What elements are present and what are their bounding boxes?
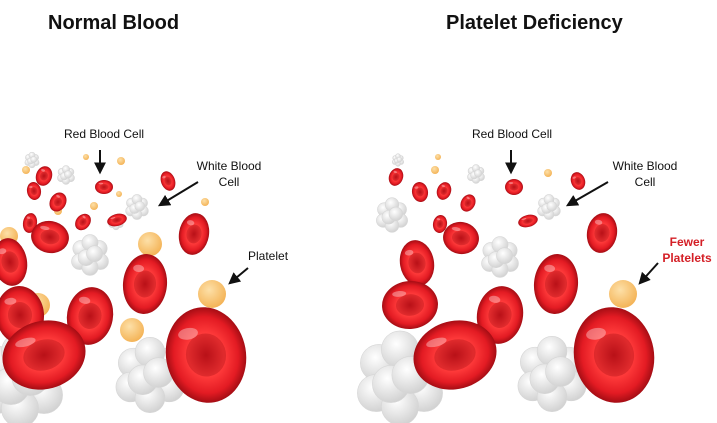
red-blood-cell	[505, 179, 523, 195]
platelet	[609, 280, 637, 308]
fewer-platelets-line1: Fewer	[669, 235, 705, 249]
white-blood-cell	[71, 234, 109, 276]
red-blood-cell	[432, 215, 448, 233]
white-blood-cell	[376, 197, 408, 233]
right-wbc-label-line2: Cell	[634, 175, 656, 189]
platelet-deficiency-panel	[357, 153, 655, 423]
right-red-blood-cell-label: Red Blood Cell	[472, 127, 553, 141]
red-blood-cell	[66, 287, 114, 345]
red-blood-cell	[388, 168, 404, 186]
white-blood-cell	[57, 165, 75, 185]
left-wbc-label-line1: White Blood	[196, 159, 262, 173]
platelet	[544, 169, 552, 177]
platelet	[116, 191, 122, 197]
red-blood-cell	[122, 254, 168, 314]
left-wbc-label-line2: Cell	[218, 175, 240, 189]
pointer-arrow	[157, 181, 199, 207]
platelet	[83, 154, 89, 160]
white-blood-cell	[517, 336, 587, 412]
red-blood-cell	[411, 182, 429, 202]
red-blood-cell	[586, 213, 618, 253]
fewer-platelets-line2: Platelets	[662, 251, 712, 265]
red-blood-cell	[160, 171, 176, 191]
platelet	[431, 166, 439, 174]
white-blood-cell	[115, 337, 185, 413]
white-blood-cell	[537, 194, 561, 220]
white-blood-cell	[125, 194, 149, 220]
red-blood-cell	[0, 238, 28, 286]
red-blood-cell	[75, 213, 91, 231]
red-blood-cell	[533, 254, 579, 314]
red-blood-cell	[35, 166, 53, 186]
red-blood-cell	[165, 307, 247, 403]
red-blood-cell	[399, 240, 435, 286]
platelet	[22, 166, 30, 174]
red-blood-cell	[460, 194, 476, 212]
normal-blood-title: Normal Blood	[48, 12, 180, 34]
right-white-blood-cell-label: White Blood Cell	[610, 158, 680, 190]
left-white-blood-cell-label: White Blood Cell	[194, 158, 264, 190]
platelet	[117, 157, 125, 165]
platelet	[138, 232, 162, 256]
left-platelet-label: Platelet	[248, 249, 289, 263]
platelet	[120, 318, 144, 342]
red-blood-cell	[2, 320, 86, 390]
red-blood-cell	[178, 213, 210, 255]
red-blood-cell	[443, 221, 479, 255]
platelet	[201, 198, 209, 206]
red-blood-cell	[436, 182, 452, 200]
red-blood-cell	[95, 180, 113, 194]
pointer-arrow	[228, 267, 249, 285]
white-blood-cell	[467, 164, 485, 184]
pointer-arrow	[638, 262, 659, 285]
platelet	[435, 154, 441, 160]
platelet-deficiency-title: Platelet Deficiency	[446, 12, 623, 34]
red-blood-cell	[570, 172, 586, 190]
white-blood-cell	[481, 236, 519, 278]
red-blood-cell	[382, 280, 438, 330]
label-arrows	[94, 150, 659, 285]
white-blood-cell	[24, 151, 40, 169]
red-blood-cell	[26, 182, 42, 200]
platelet	[198, 280, 226, 308]
normal-blood-panel	[0, 151, 247, 423]
red-blood-cell	[518, 214, 538, 228]
red-blood-cell	[31, 220, 69, 254]
white-blood-cell	[392, 153, 404, 167]
fewer-platelets-label: Fewer Platelets	[660, 234, 714, 266]
pointer-arrow	[565, 181, 609, 207]
red-blood-cell	[49, 192, 67, 212]
left-red-blood-cell-label: Red Blood Cell	[64, 127, 145, 141]
platelet	[90, 202, 98, 210]
red-blood-cell	[413, 320, 497, 390]
red-blood-cell	[107, 213, 127, 227]
red-blood-cell	[573, 307, 655, 403]
red-blood-cell	[22, 213, 38, 233]
right-wbc-label-line1: White Blood	[612, 159, 678, 173]
red-blood-cell	[476, 286, 524, 344]
